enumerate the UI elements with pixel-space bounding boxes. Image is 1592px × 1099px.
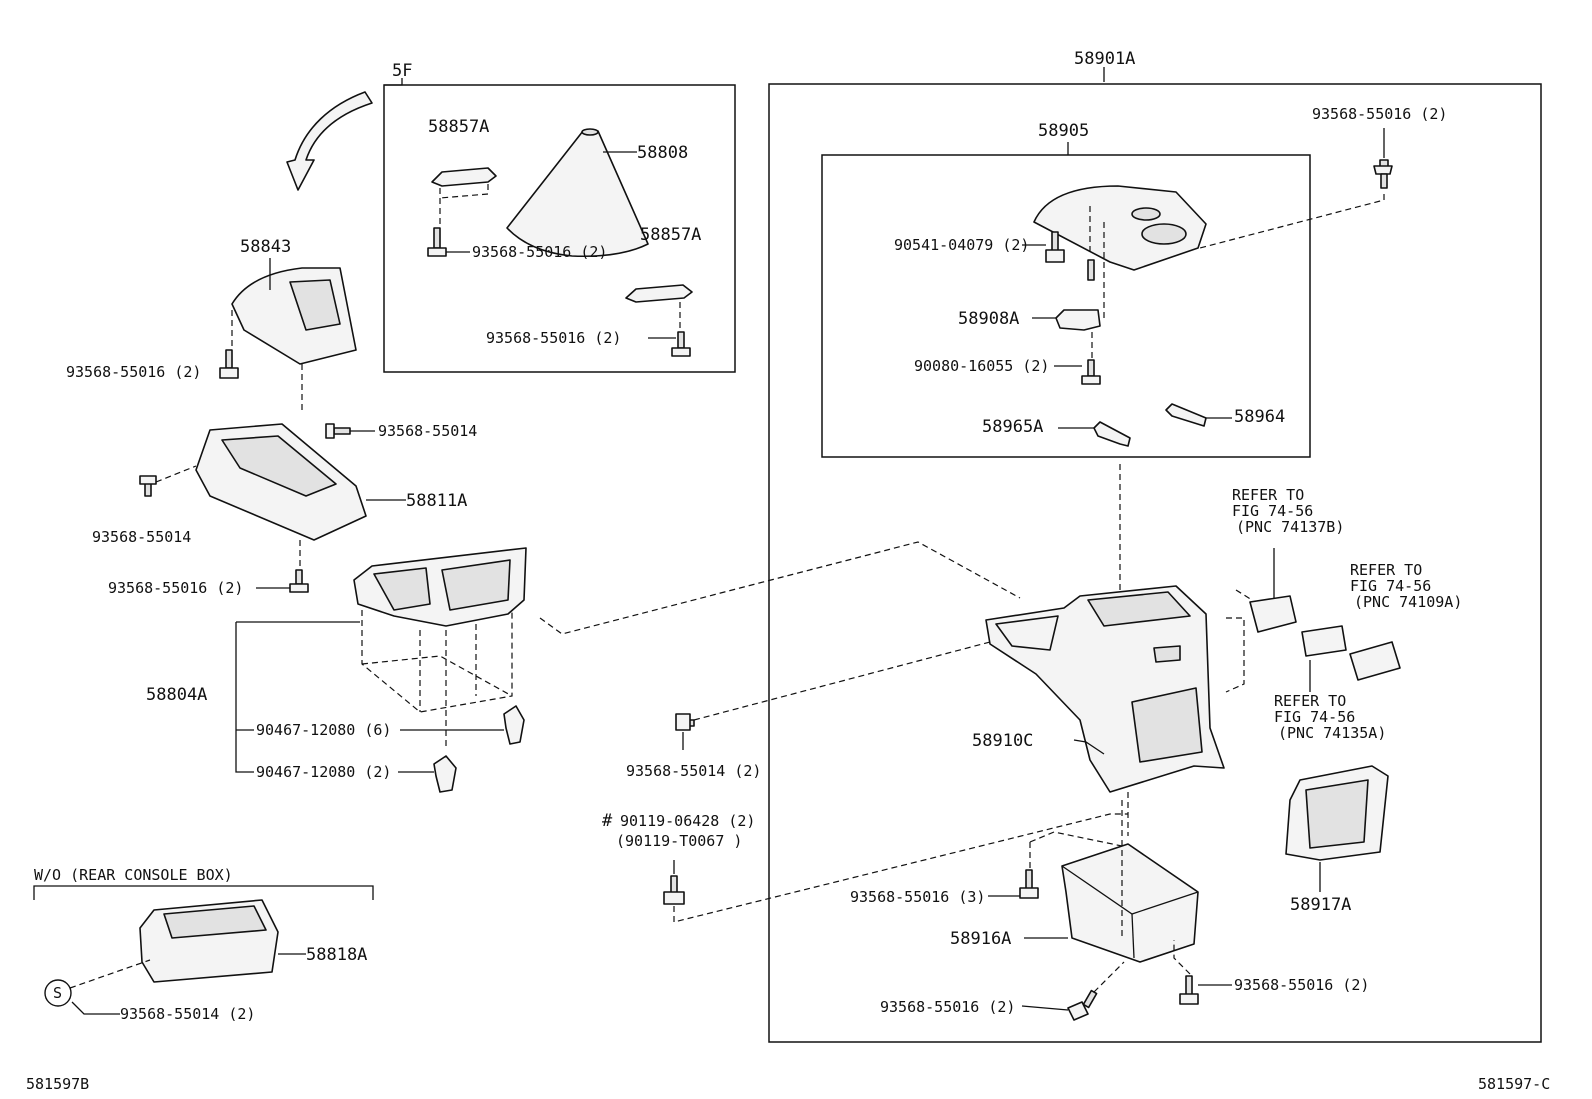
part-58843-cover [231,258,357,365]
label-code-right: 581597-C [1478,1075,1550,1093]
label-58811A: 58811A [406,491,467,511]
bolt-90541-icon [1022,231,1065,263]
label-58964: 58964 [1234,407,1285,427]
label-refer3-line2: FIG 74-56 [1274,708,1355,726]
label-refer3-line3: (PNC 74135A) [1278,724,1386,742]
frame-5F [383,78,736,373]
part-58857A-upper [431,167,497,226]
part-58857A-lower [625,284,693,330]
bolt-top-right-icon [1199,128,1393,249]
clip-90467-a-icon [400,705,525,745]
bolt-90080-icon [1054,259,1101,385]
part-58804A-cupholder [236,547,527,750]
dashline-console-right [1225,617,1245,693]
label-58910C: 58910C [972,731,1033,751]
label-90119-06428: 90119-06428 (2) [620,812,755,830]
bolt-58811A-left-icon [139,465,197,497]
part-74109A-switch [1349,641,1401,681]
part-58965A-pin [1058,421,1131,447]
bolt-58843-icon [219,310,303,414]
bolt-58910C-icon [675,641,991,750]
label-58901A: 58901A [1074,49,1135,69]
label-refer2-line2: FIG 74-56 [1350,577,1431,595]
callout-58804A-bracket [235,622,254,773]
label-93568-55016-b: 93568-55016 (2) [108,579,243,597]
label-58857A-lower: 58857A [640,225,701,245]
label-58905: 58905 [1038,121,1089,141]
label-90467-12080-6: 90467-12080 (6) [256,721,391,739]
part-58808-boot [506,128,649,258]
bolt-58916A-right-icon [1173,940,1232,1005]
bolt-90119-icon [663,792,1129,923]
label-refer2-line3: (PNC 74109A) [1354,593,1462,611]
label-93568-55014-a: 93568-55014 [378,422,477,440]
part-58917A-bezel [1285,765,1389,892]
label-93568-55016-a: 93568-55016 (2) [66,363,201,381]
part-58908A-bracket [1032,309,1101,358]
part-58905-armrest [1033,185,1207,320]
label-refer1-line1: REFER TO [1232,486,1304,504]
label-93568-55016-d: 93568-55016 (2) [880,998,1015,1016]
label-code-left: 581597B [26,1075,89,1093]
label-93568-55016-5F-1: 93568-55016 (2) [472,243,607,261]
label-refer3-line1: REFER TO [1274,692,1346,710]
frame-58905 [821,142,1311,458]
part-74137B-switch [1235,548,1297,633]
label-58843: 58843 [240,237,291,257]
bolt-5F-left-icon [427,227,470,257]
bolt-58811A-bottom-icon [256,540,309,593]
label-90080-16055: 90080-16055 (2) [914,357,1049,375]
label-58965A: 58965A [982,417,1043,437]
label-58804A: 58804A [146,685,207,705]
label-90541-04079: 90541-04079 (2) [894,236,1029,254]
label-refer2-line1: REFER TO [1350,561,1422,579]
label-refer1-line2: FIG 74-56 [1232,502,1313,520]
clip-90467-b-icon [398,755,457,793]
label-93568-55016-5F-2: 93568-55016 (2) [486,329,621,347]
bolt-58811A-right-icon [325,423,375,439]
s-mark-icon [44,959,151,1015]
label-90119-T0067: (90119-T0067 ) [616,832,742,850]
label-hash: # [602,811,613,831]
part-58964-pin [1165,403,1232,427]
label-58857A-upper: 58857A [428,117,489,137]
label-58808: 58808 [637,143,688,163]
part-58811A-bezel [195,423,406,541]
bolt-58916A-left-icon [988,869,1039,899]
label-refer1-line3: (PNC 74137B) [1236,518,1344,536]
label-58917A: 58917A [1290,895,1351,915]
dashline-cupholder-console [539,541,1021,635]
label-93568-55014-c: 93568-55014 (2) [120,1005,255,1023]
label-93568-55016-c: 93568-55016 (2) [1234,976,1369,994]
label-58818A: 58818A [306,945,367,965]
label-93568-55016-top: 93568-55016 (2) [1312,105,1447,123]
label-58908A: 58908A [958,309,1019,329]
label-90467-12080-2: 90467-12080 (2) [256,763,391,781]
label-wo-rear-console: W/O (REAR CONSOLE BOX) [34,866,233,884]
label-93568-55014-b: 93568-55014 [92,528,191,546]
wo-rear-bracket [33,885,374,900]
frame-58901A [768,67,1542,1043]
curved-arrow-icon [286,91,373,191]
label-93568-55014-d: 93568-55014 (2) [626,762,761,780]
part-74135A-switch [1301,625,1347,692]
part-58910C-console [985,585,1225,793]
label-5F: 5F [392,61,412,81]
bolt-58916A-bottom-icon [1021,961,1125,1021]
label-58916A: 58916A [950,929,1011,949]
bolt-5F-right-icon [648,331,691,357]
part-58818A-tray [139,899,306,983]
label-93568-55016-3: 93568-55016 (3) [850,888,985,906]
part-58916A-box [1024,800,1199,963]
label-s-mark: S [53,984,62,1002]
